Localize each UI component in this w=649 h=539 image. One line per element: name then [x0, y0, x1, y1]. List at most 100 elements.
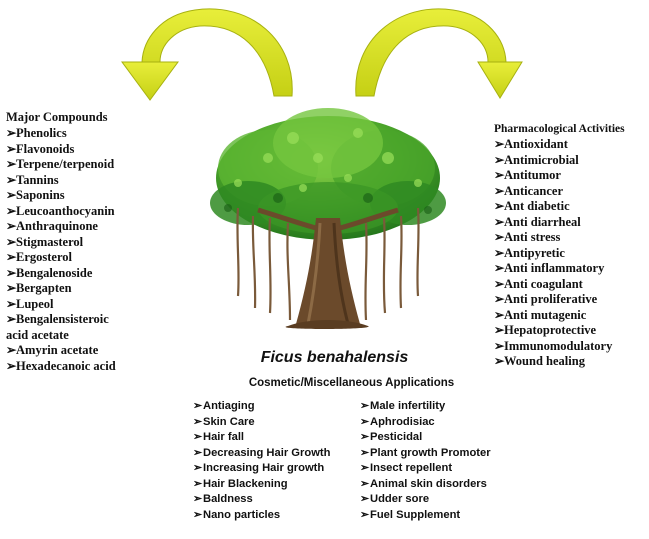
arrow-bullet-icon: ➢ — [193, 400, 203, 412]
arrow-bullet-icon: ➢ — [360, 446, 370, 459]
activity-item: ➢Antitumor — [494, 168, 561, 182]
arrow-bullet-icon: ➢ — [360, 477, 370, 490]
major-compounds-list: ➢Phenolics ➢Flavonoids ➢Terpene/terpenoi… — [6, 126, 156, 374]
arrow-bullet-icon: ➢ — [6, 141, 17, 156]
aerial-roots — [236, 207, 420, 321]
arrow-bullet-icon: ➢ — [193, 493, 203, 505]
application-item: ➢Male infertility — [360, 399, 491, 415]
arrow-bullet-icon: ➢ — [6, 265, 17, 280]
activity-item: ➢Anti coagulant — [494, 276, 583, 291]
compound-item: ➢Saponins — [6, 188, 65, 202]
arrow-bullet-icon: ➢ — [360, 508, 370, 521]
application-item: ➢Nano particles — [193, 508, 330, 524]
banyan-tree-illustration — [210, 108, 446, 329]
application-item: ➢Decreasing Hair Growth — [193, 446, 330, 462]
arrow-bullet-icon: ➢ — [360, 415, 370, 428]
application-item: ➢Fuel Supplement — [360, 508, 491, 524]
compound-item: ➢Anthraquinone — [6, 219, 98, 233]
tree-trunk — [257, 207, 399, 329]
compound-item: ➢Ergosterol — [6, 250, 73, 264]
arrow-bullet-icon: ➢ — [6, 188, 17, 202]
arrow-bullet-icon: ➢ — [494, 307, 505, 322]
arrow-bullet-icon: ➢ — [494, 261, 505, 275]
arrow-bullet-icon: ➢ — [494, 276, 505, 291]
arrow-bullet-icon: ➢ — [6, 126, 17, 140]
arrow-bullet-icon: ➢ — [6, 234, 17, 249]
arrow-bullet-icon: ➢ — [6, 157, 17, 171]
application-item: ➢Udder sore — [360, 492, 491, 508]
compound-item: ➢Bengalenoside — [6, 265, 93, 280]
compound-item: ➢Phenolics — [6, 126, 67, 140]
application-item: ➢Baldness — [193, 492, 330, 508]
activity-item: ➢Antimicrobial — [494, 152, 579, 167]
application-item: ➢Hair fall — [193, 430, 330, 446]
activity-item: ➢Anti proliferative — [494, 292, 598, 306]
major-compounds-panel: Major Compounds ➢Phenolics ➢Flavonoids ➢… — [6, 110, 156, 374]
activity-item: ➢Antipyretic — [494, 245, 565, 260]
arrow-bullet-icon: ➢ — [494, 323, 505, 337]
arrow-bullet-icon: ➢ — [193, 431, 203, 443]
arrow-bullet-icon: ➢ — [494, 214, 505, 229]
activity-item: ➢Anti mutagenic — [494, 307, 587, 322]
right-curved-arrow — [355, 8, 523, 99]
arrow-bullet-icon: ➢ — [360, 431, 370, 443]
application-item: ➢Hair Blackening — [193, 477, 330, 493]
compound-item: ➢Bengalensisteroic acid acetate — [6, 312, 109, 342]
compound-item: ➢Flavonoids — [6, 141, 75, 156]
arrow-bullet-icon: ➢ — [494, 245, 505, 260]
compound-item: ➢Tannins — [6, 172, 59, 187]
arrow-bullet-icon: ➢ — [494, 137, 505, 151]
arrow-bullet-icon: ➢ — [494, 292, 505, 306]
curved-arrows — [121, 8, 523, 101]
compound-item: ➢Stigmasterol — [6, 234, 84, 249]
arrow-bullet-icon: ➢ — [193, 508, 203, 521]
compound-item: ➢Terpene/terpenoid — [6, 157, 115, 171]
arrow-bullet-icon: ➢ — [6, 250, 17, 264]
arrow-bullet-icon: ➢ — [6, 358, 17, 373]
compound-item: ➢Leucoanthocyanin — [6, 203, 115, 218]
arrow-bullet-icon: ➢ — [360, 400, 370, 412]
pharmacological-title: Pharmacological Activities — [494, 123, 625, 135]
applications-title: Cosmetic/Miscellaneous Applications — [248, 377, 455, 389]
activity-item: ➢Anti inflammatory — [494, 261, 605, 275]
pharmacological-list: ➢Antioxidant ➢Antimicrobial ➢Antitumor ➢… — [494, 137, 646, 370]
arrow-bullet-icon: ➢ — [6, 281, 17, 295]
activity-item: ➢Hepatoprotective — [494, 323, 597, 337]
application-item: ➢Skin Care — [193, 415, 330, 431]
arrow-bullet-icon: ➢ — [494, 183, 505, 198]
application-item: ➢Plant growth Promoter — [360, 446, 491, 462]
activity-item: ➢Anti diarrheal — [494, 214, 581, 229]
arrow-bullet-icon: ➢ — [494, 354, 505, 368]
arrow-bullet-icon: ➢ — [6, 343, 17, 357]
activity-item: ➢Immunomodulatory — [494, 338, 613, 353]
arrow-bullet-icon: ➢ — [6, 312, 17, 326]
application-item: ➢Antiaging — [193, 399, 330, 415]
activity-item: ➢Anti stress — [494, 230, 561, 244]
compound-item: ➢Bergapten — [6, 281, 72, 295]
major-compounds-title: Major Compounds — [6, 110, 108, 124]
application-item: ➢Insect repellent — [360, 461, 491, 477]
compound-item: ➢Hexadecanoic acid — [6, 358, 116, 373]
activity-item: ➢Ant diabetic — [494, 199, 570, 213]
applications-right-list: ➢Male infertility ➢Aphrodisiac ➢Pesticid… — [360, 399, 491, 523]
application-item: ➢Aphrodisiac — [360, 415, 491, 431]
arrow-bullet-icon: ➢ — [360, 493, 370, 505]
applications-left-list: ➢Antiaging ➢Skin Care ➢Hair fall ➢Decrea… — [193, 399, 330, 523]
arrow-bullet-icon: ➢ — [193, 415, 203, 428]
arrow-bullet-icon: ➢ — [6, 172, 17, 187]
species-name: Ficus benahalensis — [260, 349, 409, 366]
arrow-bullet-icon: ➢ — [494, 230, 505, 244]
activity-item: ➢Antioxidant — [494, 137, 568, 151]
application-item: ➢Increasing Hair growth — [193, 461, 330, 477]
application-item: ➢Pesticidal — [360, 430, 491, 446]
compound-item: ➢Lupeol — [6, 296, 54, 311]
arrow-bullet-icon: ➢ — [6, 219, 17, 233]
pharmacological-panel: Pharmacological Activities ➢Antioxidant … — [494, 123, 646, 370]
activity-item: ➢Wound healing — [494, 354, 585, 368]
application-item: ➢Animal skin disorders — [360, 477, 491, 493]
compound-item: ➢Amyrin acetate — [6, 343, 99, 357]
arrow-bullet-icon: ➢ — [193, 477, 203, 490]
arrow-bullet-icon: ➢ — [494, 168, 505, 182]
tree-canopy — [210, 108, 446, 240]
arrow-bullet-icon: ➢ — [494, 338, 505, 353]
